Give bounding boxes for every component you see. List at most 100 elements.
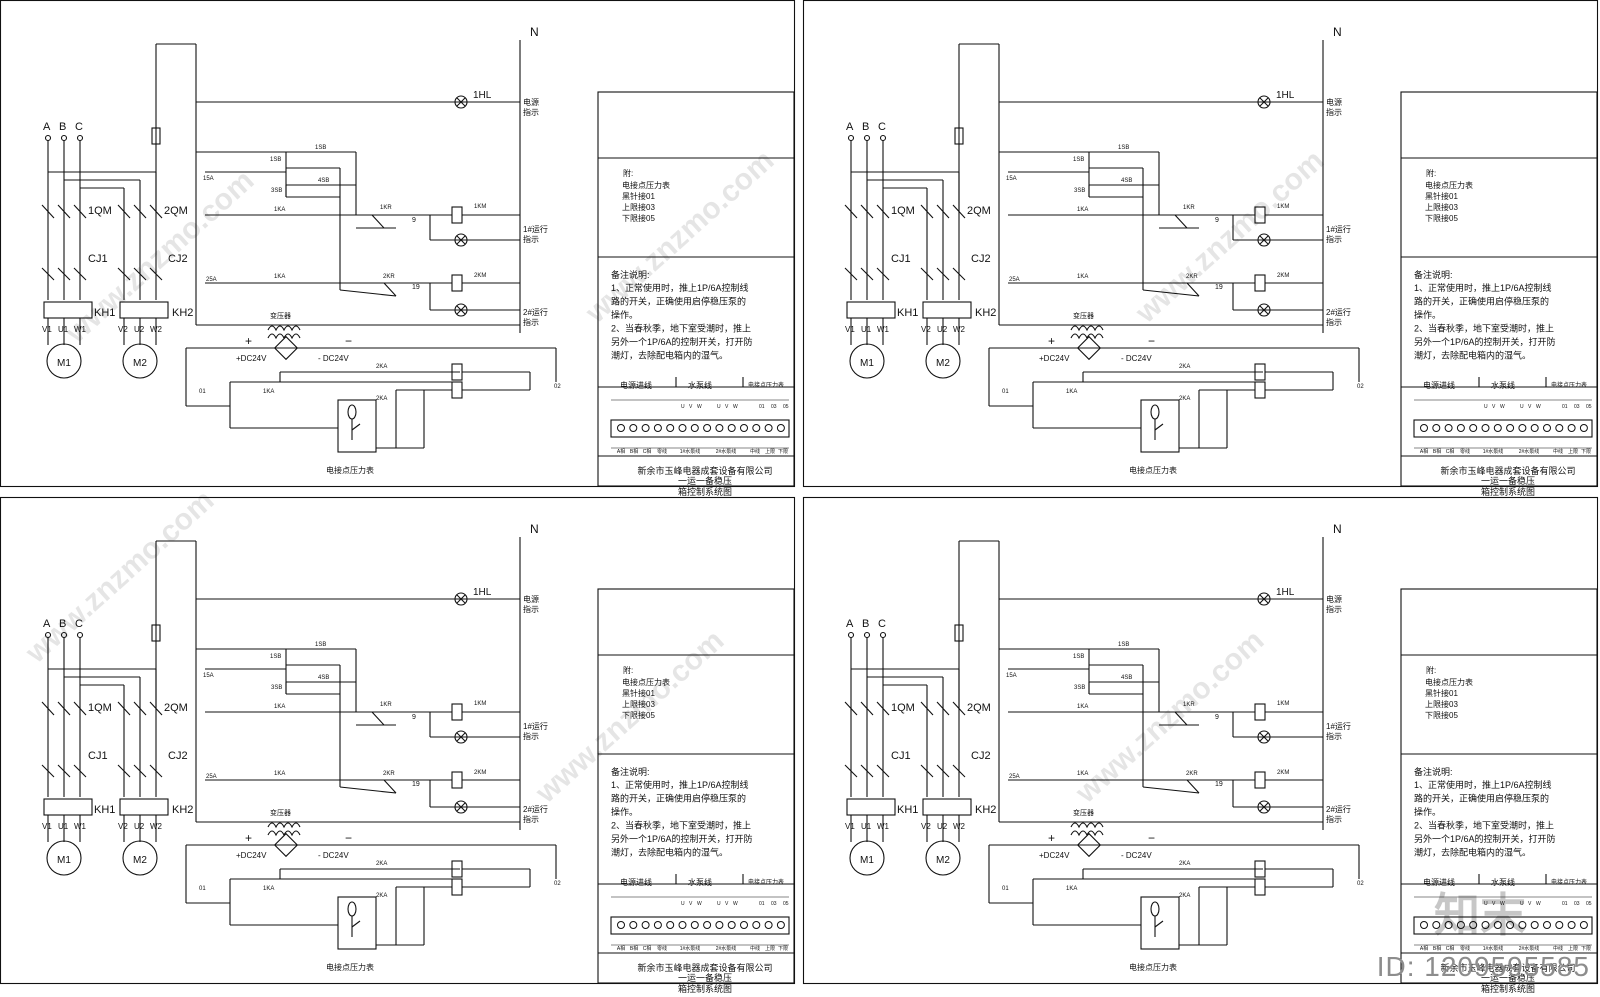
terminal-screw: [678, 424, 687, 432]
run2-note: 2#运行: [523, 804, 548, 814]
drawing-title: 箱控制系统图: [1481, 486, 1535, 497]
notes-line: 2、当春秋季，地下室受潮时，推上: [611, 820, 751, 831]
attach-head: 附:: [623, 168, 633, 178]
phase-c-label: C: [75, 121, 83, 133]
motor1-term: W1: [74, 325, 87, 334]
terminal-screw: [1567, 424, 1576, 432]
n19-label: 19: [1215, 781, 1223, 788]
terminal-caption: A相: [1420, 945, 1428, 952]
dc-plus-label: +DC24V: [1039, 354, 1070, 363]
neutral-label: N: [1333, 522, 1342, 536]
notes-head: 备注说明:: [611, 269, 650, 280]
terminal-screw: [1481, 921, 1490, 929]
notes-line: 1、正常使用时，推上1P/6A控制线: [1414, 779, 1552, 790]
ka2-label: 1KA: [1077, 771, 1088, 777]
terminal-screw: [641, 921, 650, 929]
notes-line: 另外一个1P/6A的控制开关，打开防: [611, 833, 753, 844]
kh2-label: KH2: [975, 804, 996, 816]
terminal-head-power: 电源进线: [1423, 877, 1455, 887]
terminal-screw: [715, 424, 724, 432]
m1-label: M1: [860, 358, 874, 369]
run1-note: 指示: [523, 234, 539, 244]
terminal-caption: C相: [643, 945, 652, 952]
attach-line: 黑针接01: [622, 688, 655, 698]
n19-label: 19: [412, 284, 420, 291]
attach-line: 电接点压力表: [622, 677, 670, 687]
sb5-label: 1SB: [1118, 145, 1129, 151]
terminal-screw: [1493, 424, 1502, 432]
ka4-label: 1KA: [263, 389, 274, 395]
kh1-label: KH1: [94, 804, 115, 816]
motor2-term: U2: [937, 822, 948, 831]
terminal-screw: [641, 424, 650, 432]
terminal-screw: [1530, 424, 1539, 432]
gauge-label: 电接点压力表: [326, 465, 374, 475]
plus-label: +: [1048, 831, 1055, 845]
sb5-label: 1SB: [1118, 642, 1129, 648]
attach-line: 下限接05: [1425, 213, 1458, 223]
terminal-screw: [776, 424, 785, 432]
km2-label: 2KM: [474, 770, 486, 776]
sb1-label: 1SB: [1073, 654, 1084, 660]
terminal-gauge-term: 01: [759, 901, 765, 907]
n02-label: 02: [554, 881, 561, 887]
terminal-uvw: V: [725, 404, 729, 410]
terminal-screw: [653, 921, 662, 929]
ka1-label: 1KA: [1077, 704, 1088, 710]
motor2-term: W2: [953, 822, 966, 831]
2qm-label: 2QM: [967, 205, 991, 217]
run1-note: 指示: [1326, 234, 1342, 244]
sb4-label: 4SB: [1121, 178, 1132, 184]
neutral-label: N: [1333, 25, 1342, 39]
kr2-label: 2KR: [383, 274, 395, 280]
1hl-label: 1HL: [473, 90, 492, 101]
sa25-label: 25A: [1009, 277, 1020, 283]
terminal-screw: [1555, 424, 1564, 432]
terminal-caption: 2#水泵线: [1519, 945, 1540, 952]
attach-line: 黑针接01: [622, 191, 655, 201]
terminal-screw: [1506, 921, 1515, 929]
terminal-caption: A相: [617, 448, 625, 455]
cj1-label: CJ1: [88, 253, 108, 265]
sb1-label: 1SB: [1073, 157, 1084, 163]
panel-top-right: [802, 0, 1599, 488]
terminal-caption: C相: [1446, 945, 1455, 952]
run2-note: 指示: [1326, 814, 1342, 824]
terminal-screw: [715, 921, 724, 929]
dc-plus-label: +DC24V: [1039, 851, 1070, 860]
notes-line: 潮灯，去除配电箱内的湿气。: [1414, 350, 1531, 361]
terminal-head-power: 电源进线: [620, 380, 652, 390]
terminal-gauge-term: 01: [759, 404, 765, 410]
company-name: 新余市玉峰电器成套设备有限公司: [637, 962, 772, 973]
power-note: 指示: [523, 107, 539, 117]
terminal-screw: [764, 921, 773, 929]
sa15-label: 15A: [203, 673, 214, 679]
terminal-uvw: U: [1520, 404, 1524, 410]
ka2-label: 1KA: [274, 274, 285, 280]
plus-label: +: [1048, 334, 1055, 348]
m2-label: M2: [133, 358, 147, 369]
run1-note: 指示: [523, 731, 539, 741]
terminal-caption: B相: [630, 945, 638, 952]
terminal-uvw: W: [1536, 404, 1541, 410]
terminal-screw: [1469, 921, 1478, 929]
terminal-screw: [678, 921, 687, 929]
sb3-label: 3SB: [1074, 188, 1085, 194]
gauge-label: 电接点压力表: [1129, 962, 1177, 972]
n9-label: 9: [412, 217, 416, 224]
sb3-label: 3SB: [1074, 685, 1085, 691]
terminal-caption: 零线: [657, 448, 667, 455]
ka1-label: 1KA: [274, 704, 285, 710]
motor2-term: W2: [953, 325, 966, 334]
1qm-label: 1QM: [88, 205, 112, 217]
terminal-gauge-term: 05: [783, 901, 789, 907]
terminal-uvw: U: [681, 901, 685, 907]
terminal-screw: [690, 921, 699, 929]
panel-top-left: [0, 0, 796, 488]
terminal-screw: [776, 921, 785, 929]
power-note: 电源: [1326, 97, 1342, 107]
terminal-caption: C相: [643, 448, 652, 455]
terminal-uvw: U: [1484, 404, 1488, 410]
terminal-uvw: U: [681, 404, 685, 410]
